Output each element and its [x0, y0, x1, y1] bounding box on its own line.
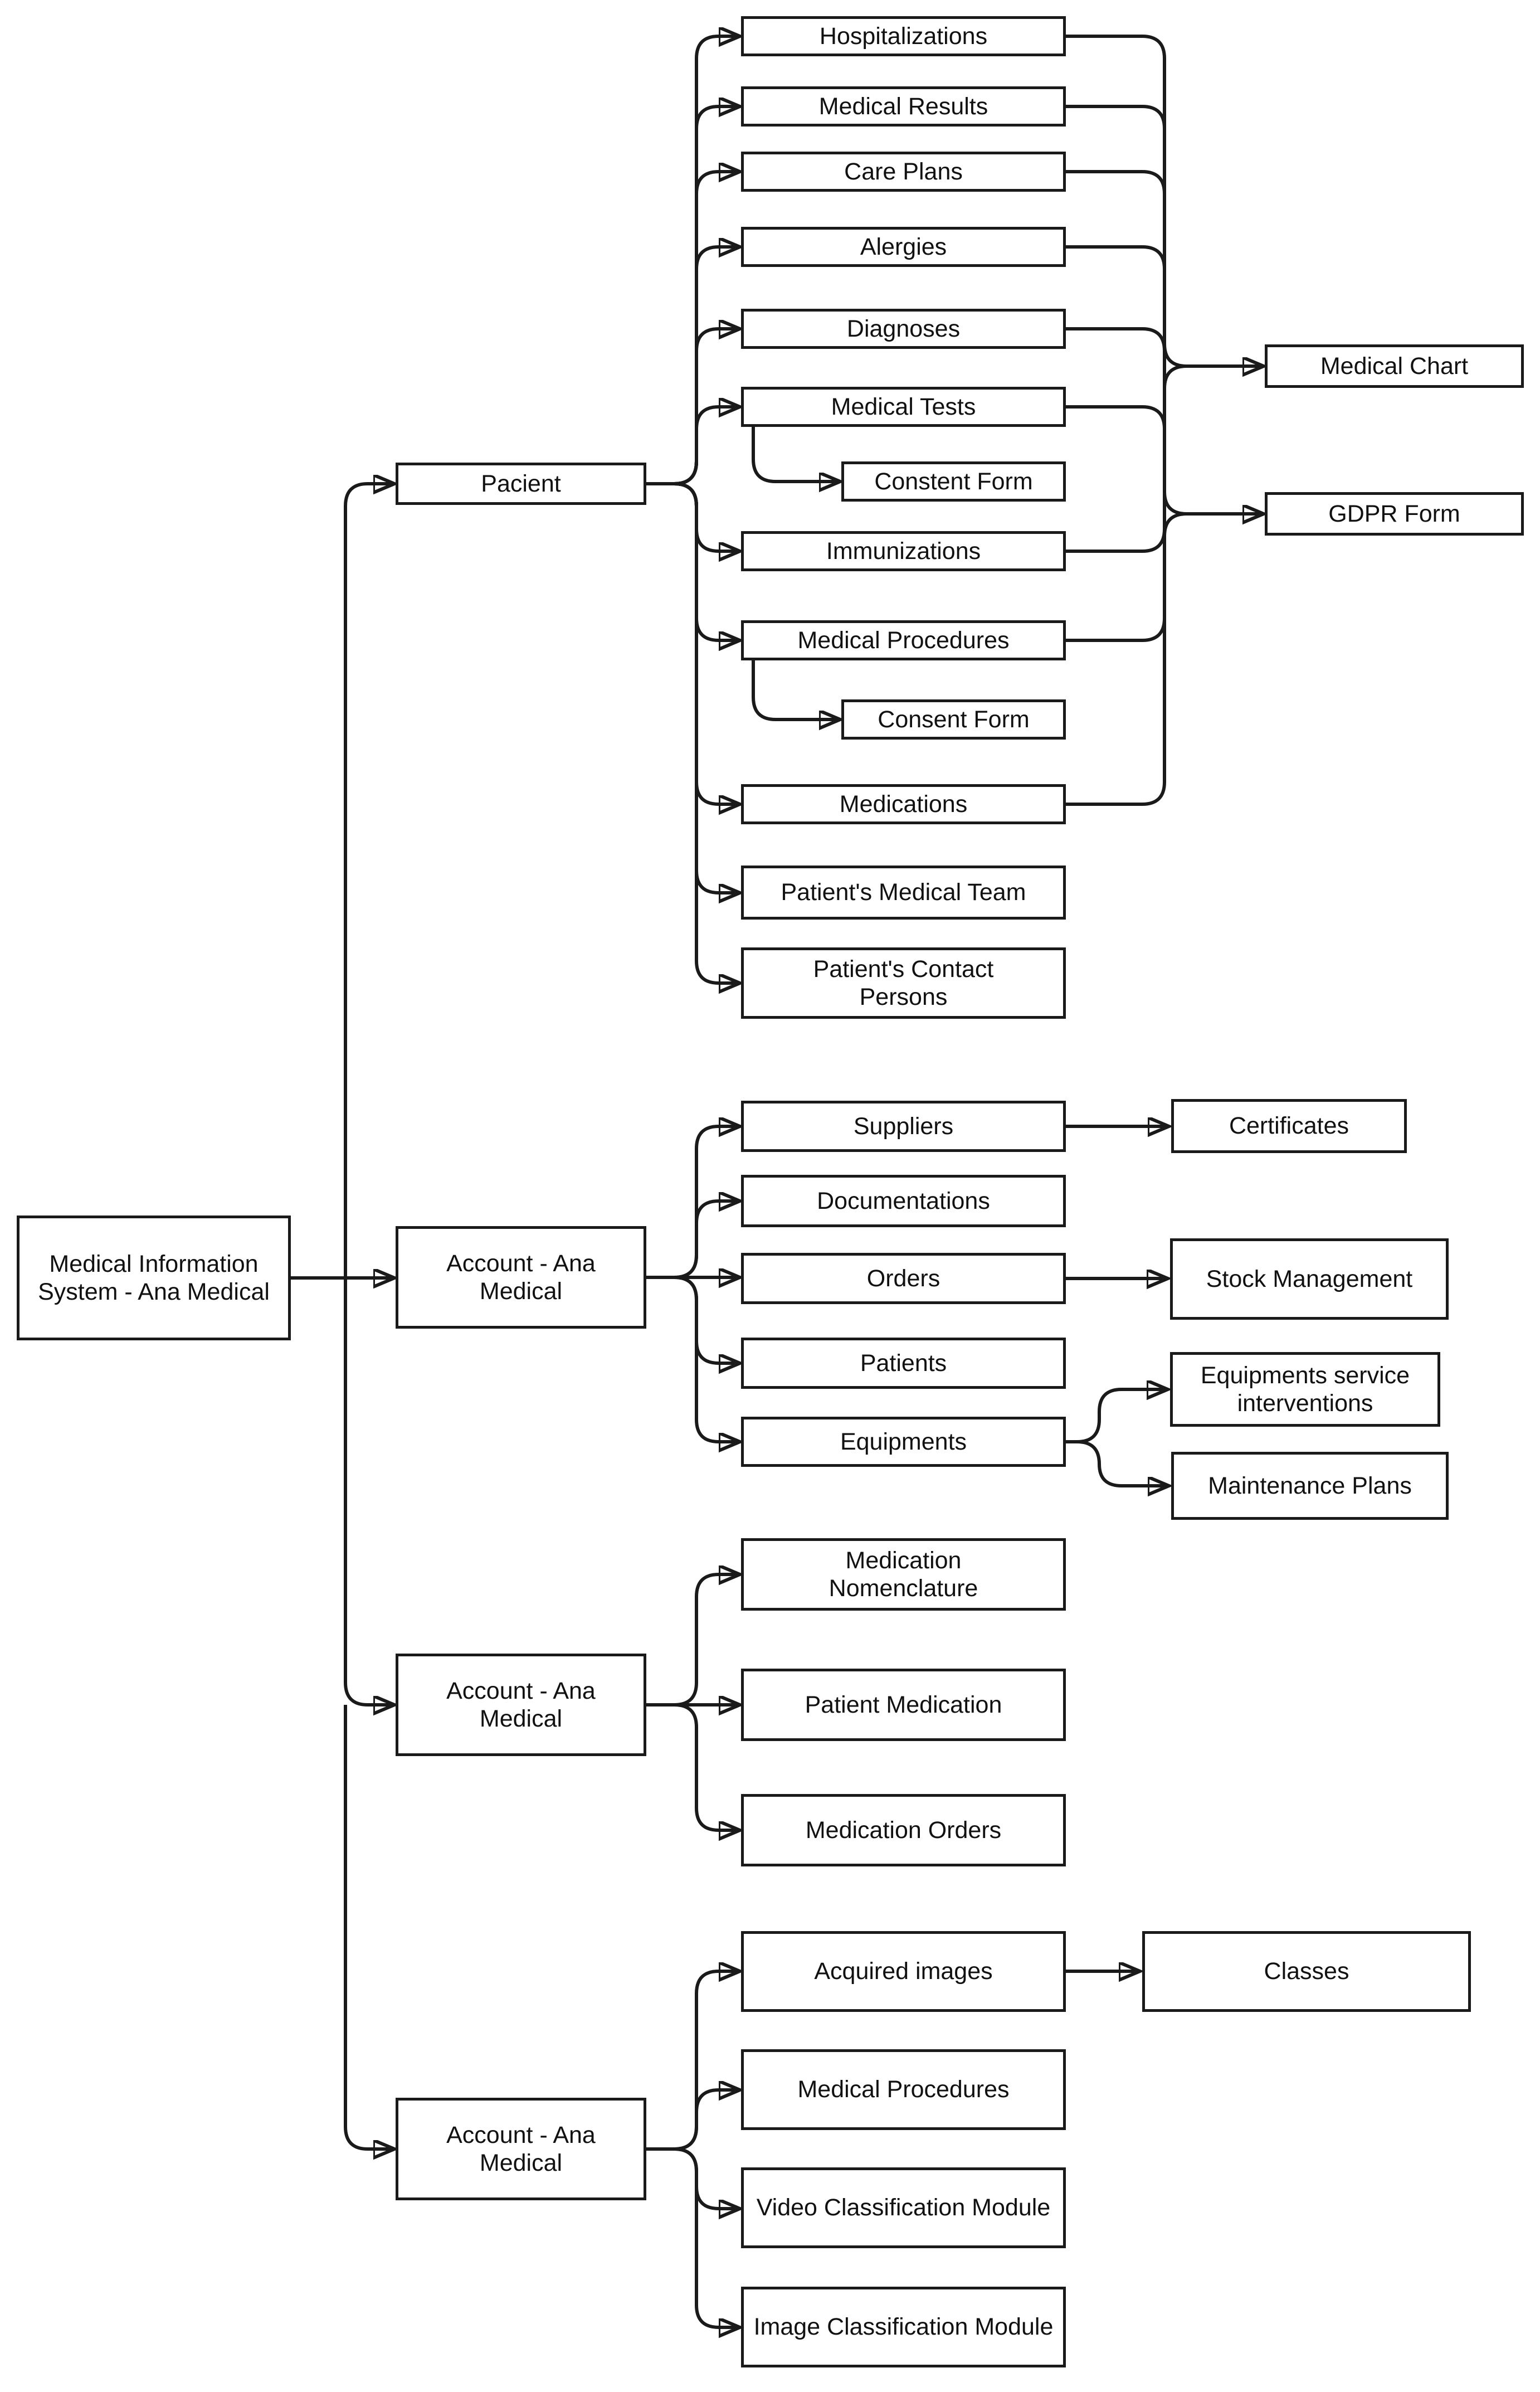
- node-patients-contact-persons: Patient's Contact Persons: [741, 947, 1066, 1019]
- node-account-1: Account - Ana Medical: [396, 1226, 646, 1329]
- node-suppliers: Suppliers: [741, 1101, 1066, 1152]
- node-patients-medical-team: Patient's Medical Team: [741, 866, 1066, 920]
- node-medical-tests: Medical Tests: [741, 387, 1066, 427]
- node-video-classification-module: Video Classification Module: [741, 2167, 1066, 2248]
- node-immunizations: Immunizations: [741, 531, 1066, 571]
- node-account-2: Account - Ana Medical: [396, 1654, 646, 1756]
- node-documentations: Documentations: [741, 1175, 1066, 1227]
- node-constent-form: Constent Form: [841, 461, 1066, 502]
- node-medical-procedures-2: Medical Procedures: [741, 2049, 1066, 2130]
- connector-account3-fanout: [646, 1971, 739, 2327]
- node-medication-nomenclature: Medication Nomenclature: [741, 1538, 1066, 1611]
- node-classes: Classes: [1142, 1931, 1471, 2012]
- connector-side-arrows: [1066, 1126, 1168, 1971]
- connector-root-fanout: [291, 484, 393, 2149]
- node-alergies: Alergies: [741, 227, 1066, 267]
- node-root: Medical Information System - Ana Medical: [17, 1216, 291, 1340]
- connector-pacient-fanout: [646, 36, 739, 983]
- connector-consent-elbows: [752, 427, 839, 719]
- node-patients: Patients: [741, 1338, 1066, 1389]
- node-gdpr-form: GDPR Form: [1265, 492, 1524, 536]
- node-orders: Orders: [741, 1253, 1066, 1304]
- node-account-3: Account - Ana Medical: [396, 2098, 646, 2200]
- connector-right-trunk: [1066, 35, 1263, 806]
- node-pacient: Pacient: [396, 463, 646, 505]
- node-diagnoses: Diagnoses: [741, 309, 1066, 349]
- node-acquired-images: Acquired images: [741, 1931, 1066, 2012]
- node-medications: Medications: [741, 784, 1066, 824]
- node-equipments-service-interventions: Equipments service interventions: [1170, 1352, 1440, 1427]
- node-maintenance-plans: Maintenance Plans: [1171, 1452, 1449, 1520]
- node-image-classification-module: Image Classification Module: [741, 2287, 1066, 2367]
- node-medical-procedures: Medical Procedures: [741, 620, 1066, 660]
- node-certificates: Certificates: [1171, 1099, 1407, 1153]
- node-hospitalizations: Hospitalizations: [741, 16, 1066, 56]
- connector-account2-fanout: [646, 1574, 739, 1830]
- node-medical-chart: Medical Chart: [1265, 344, 1524, 388]
- node-medication-orders: Medication Orders: [741, 1794, 1066, 1866]
- node-care-plans: Care Plans: [741, 152, 1066, 192]
- node-medical-results: Medical Results: [741, 86, 1066, 127]
- node-stock-management: Stock Management: [1170, 1238, 1449, 1320]
- node-patient-medication: Patient Medication: [741, 1669, 1066, 1741]
- node-consent-form: Consent Form: [841, 699, 1066, 740]
- connector-account1-fanout: [646, 1126, 739, 1442]
- node-equipments: Equipments: [741, 1417, 1066, 1467]
